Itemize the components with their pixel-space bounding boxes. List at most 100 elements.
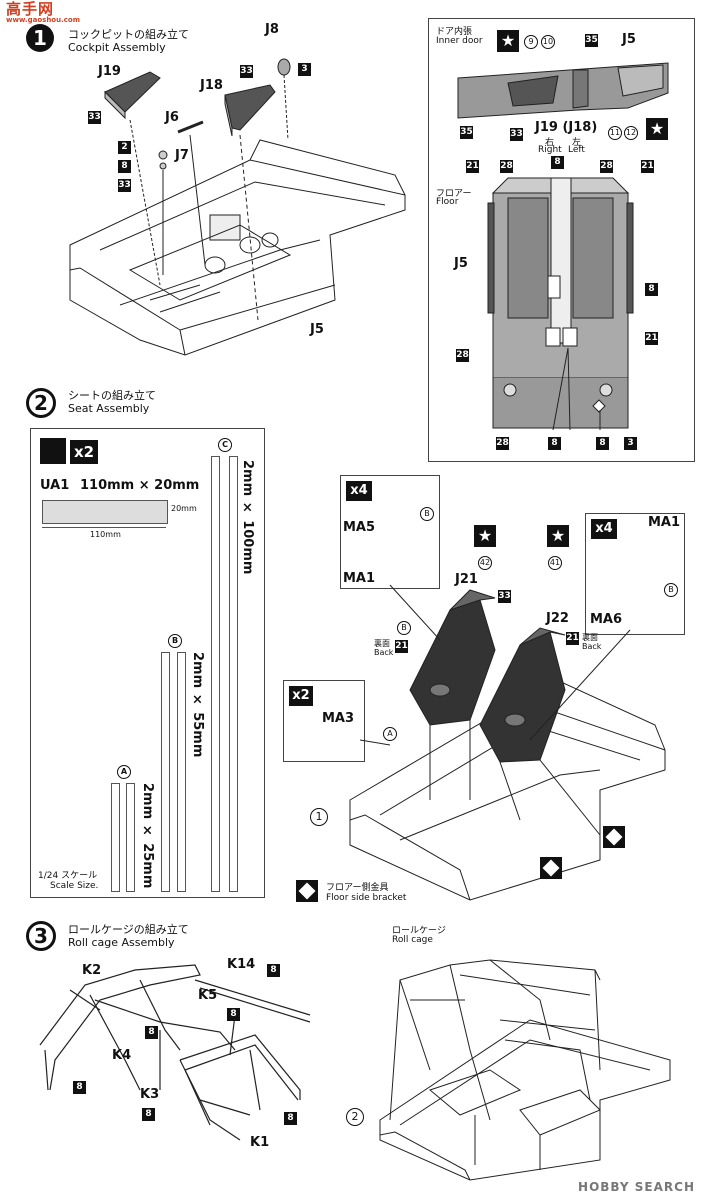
bracket-diamond-icon-2	[540, 857, 562, 879]
strip-a1	[111, 783, 120, 892]
star-mark-icon-3: ★	[474, 525, 496, 547]
scale-jp: 1/24 スケール	[38, 871, 98, 881]
left-en: Left	[568, 145, 585, 155]
decal-dim-line	[42, 527, 166, 528]
floor-num-28c: 28	[456, 349, 469, 362]
belt-a: A	[383, 727, 397, 741]
cage-num-8f: 8	[284, 1112, 297, 1125]
rollcage-installed-drawing	[379, 959, 671, 1181]
strip-c-label: C	[218, 438, 232, 452]
right-en: Right	[538, 145, 562, 155]
left-jp: 左	[572, 138, 582, 148]
site-logo: 高手网 www.gaoshou.com	[6, 0, 81, 26]
seat-step1-ref: 1	[310, 808, 328, 826]
strip-b-label: B	[168, 634, 182, 648]
step3-title-jp: ロールケージの組み立て	[68, 923, 189, 936]
part-k4: K4	[112, 1048, 132, 1063]
floor-num-28a: 28	[500, 160, 513, 173]
strip-a-size: 2mm × 25mm	[140, 783, 155, 889]
hobby-search-watermark: HOBBY SEARCH	[578, 1180, 695, 1194]
strip-a-label: A	[117, 765, 131, 779]
decal-ua1-strip	[42, 500, 168, 524]
part-j19: J19	[98, 64, 121, 79]
belt-b2: B	[664, 583, 678, 597]
right-jp: 右	[545, 138, 555, 148]
floor-jp: フロアー	[436, 189, 472, 199]
cage-num-8a: 8	[267, 964, 280, 977]
seat-num-33: 33	[498, 590, 511, 603]
scale-en: Scale Size.	[50, 881, 99, 891]
part-k1: K1	[250, 1135, 270, 1150]
cage-en: Roll cage	[392, 935, 433, 945]
part-c42: 42	[478, 556, 492, 570]
strip-b-size: 2mm × 55mm	[190, 652, 205, 758]
decal-width-label: 110mm	[90, 530, 121, 539]
back-jp-b: 裏面	[582, 633, 598, 642]
step3-number: 3	[26, 921, 56, 951]
star-mark-icon-2: ★	[646, 118, 668, 140]
floor-num-28b: 28	[600, 160, 613, 173]
strip-c1	[211, 456, 220, 892]
floor-bracket-en: Floor side bracket	[326, 893, 407, 903]
step2-number: 2	[26, 388, 56, 418]
floor-j5: J5	[454, 256, 468, 271]
seat-assembly-drawing	[349, 584, 666, 901]
strip-a2	[126, 783, 135, 892]
part-j21: J21	[455, 572, 478, 587]
logo-url: www.gaoshou.com	[6, 16, 81, 24]
part-j5: J5	[310, 322, 324, 337]
step2-title-en: Seat Assembly	[68, 402, 150, 415]
belt-count-x4b: x4	[591, 519, 617, 539]
part-c9: 9	[524, 35, 538, 49]
door-num-35b: 35	[460, 126, 473, 139]
part-c11: 11	[608, 126, 622, 140]
strip-b1	[161, 652, 170, 892]
floor-en: Floor	[436, 197, 459, 207]
belt-box-ma5	[340, 475, 440, 589]
part-j18: J18	[200, 78, 223, 93]
part-num-33c: 33	[118, 179, 131, 192]
decal-ua1: UA1	[40, 478, 70, 493]
belt-count-x4a: x4	[346, 481, 372, 501]
step2-title-jp: シートの組み立て	[68, 389, 156, 402]
back-jp-a: 裏面	[374, 639, 390, 648]
part-num-3: 3	[298, 63, 311, 76]
star-mark-icon: ★	[497, 30, 519, 52]
part-k2: K2	[82, 963, 102, 978]
belt-ma6: MA6	[590, 612, 623, 627]
part-j7: J7	[175, 148, 189, 163]
decal-count: x2	[70, 440, 98, 464]
cage-num-8c: 8	[145, 1026, 158, 1039]
belt-count-x2: x2	[289, 686, 313, 706]
seat-num-21b: 21	[566, 632, 579, 645]
seat-num-21a: 21	[395, 640, 408, 653]
floor-num-8b: 8	[645, 283, 658, 296]
part-j22: J22	[546, 611, 569, 626]
step1-number: 1	[26, 24, 54, 52]
cage-num-8d: 8	[73, 1081, 86, 1094]
cockpit-drawing	[69, 58, 406, 356]
part-k5: K5	[198, 988, 218, 1003]
part-k14: K14	[227, 957, 256, 972]
cage-num-8e: 8	[142, 1108, 155, 1121]
door-floor-panel	[428, 18, 695, 462]
bracket-diamond-icon-1	[603, 826, 625, 848]
belt-b3: B	[397, 621, 411, 635]
cage-jp: ロールケージ	[392, 926, 446, 936]
part-num-2: 2	[118, 141, 131, 154]
belt-ma1b: MA1	[648, 515, 681, 530]
floor-num-21b: 21	[641, 160, 654, 173]
decal-ua1-size: 110mm × 20mm	[80, 478, 200, 493]
part-c41: 41	[548, 556, 562, 570]
door-title-en: Inner door	[436, 36, 483, 46]
logo-chars: 高手网	[6, 0, 55, 18]
part-k3: K3	[140, 1087, 160, 1102]
floor-num-8c: 8	[548, 437, 561, 450]
decal-sheet	[30, 428, 265, 898]
belt-box-ma6	[585, 513, 685, 635]
step1-title-en: Cockpit Assembly	[68, 41, 166, 54]
door-panel-drawing	[457, 62, 669, 431]
part-c10: 10	[541, 35, 555, 49]
belt-ma5: MA5	[343, 520, 376, 535]
back-en-b: Back	[582, 642, 602, 651]
